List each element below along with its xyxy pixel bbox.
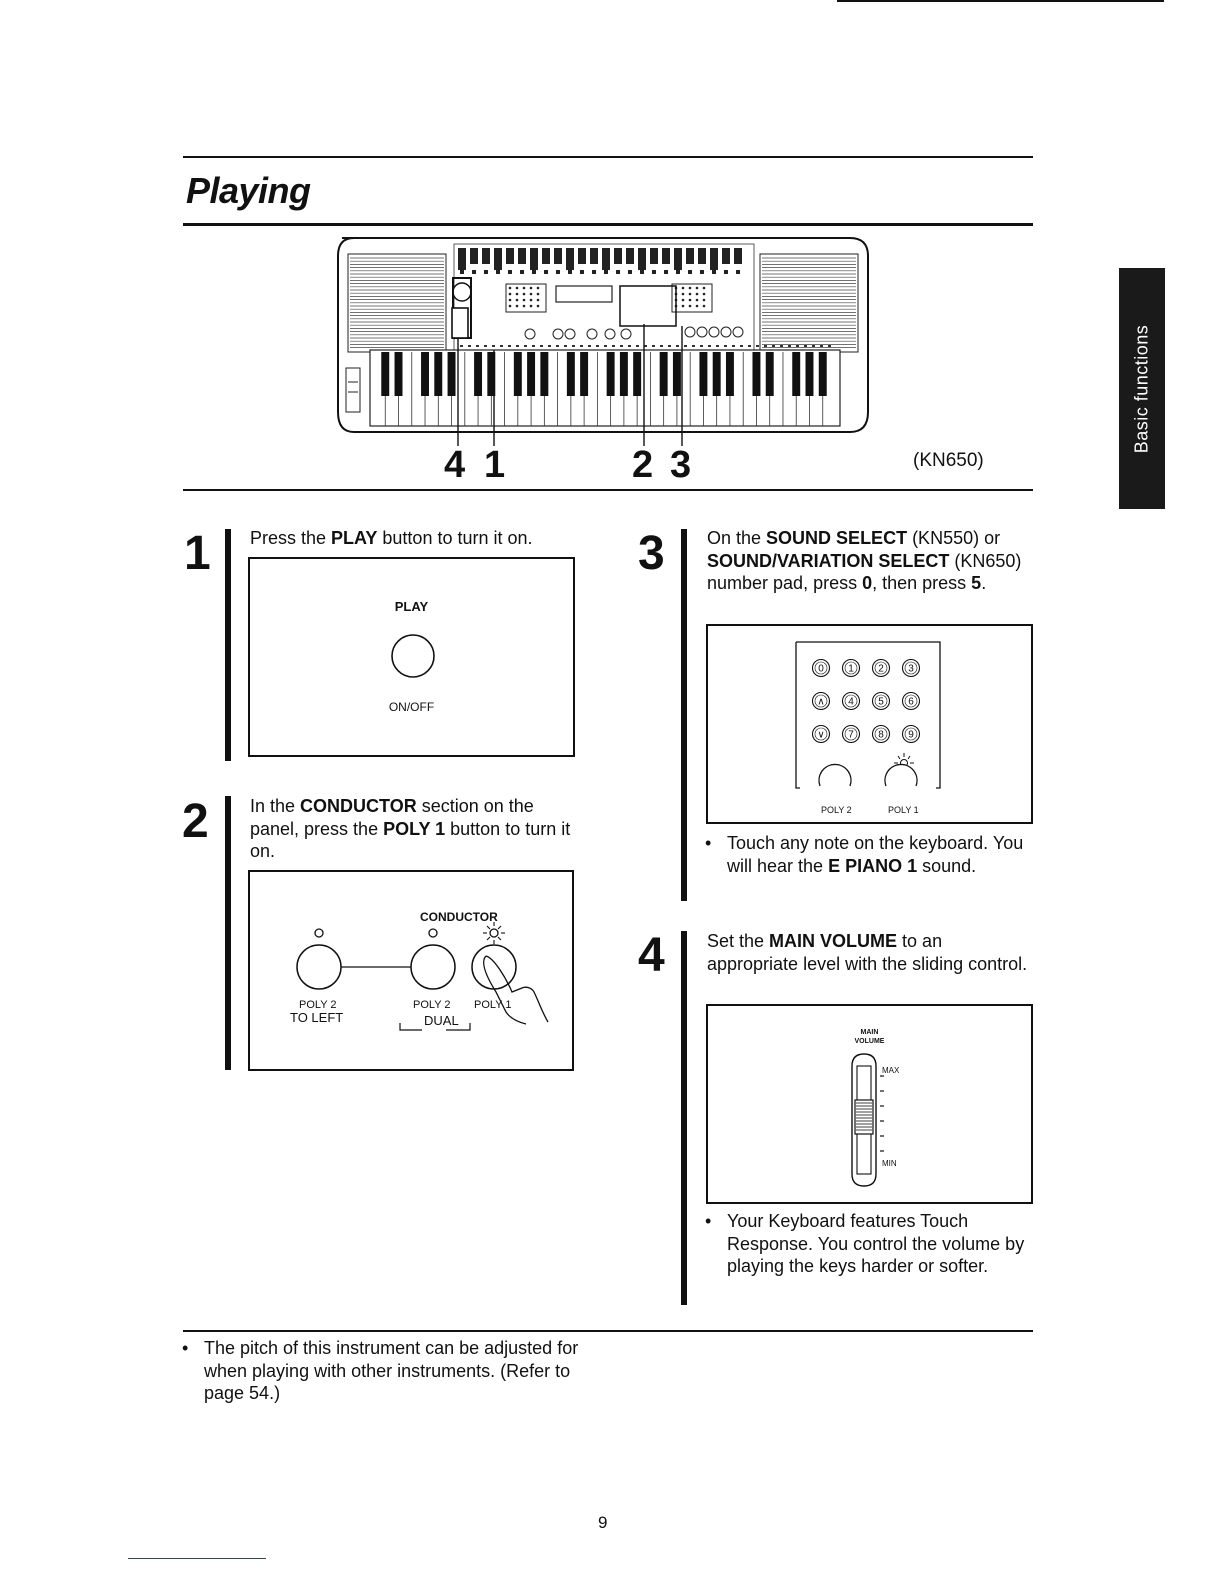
step-4-text: Set the MAIN VOLUME to an appropriate le… <box>707 931 1028 974</box>
control-panel <box>451 243 831 351</box>
pad-key-label: 9 <box>908 730 914 741</box>
step-3-number: 3 <box>638 527 665 580</box>
keyboard-illustration <box>337 237 869 446</box>
step-4-note: Your Keyboard features Touch Response. Y… <box>705 1210 1047 1278</box>
pad-key-label: 8 <box>878 730 884 741</box>
poly1-button <box>884 763 918 787</box>
page-number: 9 <box>598 1513 608 1532</box>
step-3-note: Touch any note on the keyboard. You will… <box>705 832 1047 877</box>
pad-key-label: ∧ <box>817 697 824 708</box>
callout-leaders <box>457 324 683 446</box>
pad-key-label: 1 <box>848 664 854 675</box>
poly2-label-dual: POLY 2 <box>413 999 451 1011</box>
main-volume-label-top: MAIN <box>860 1029 879 1036</box>
section-tab-label: Basic functions <box>1131 324 1152 453</box>
conductor-figure: CONDUCTOR POLY 2 TO LEFT POLY 2 POLY 1 D… <box>248 870 574 1071</box>
poly2-left-indicator <box>314 928 324 938</box>
onoff-label: ON/OFF <box>388 700 435 714</box>
min-label: MIN <box>882 1159 897 1168</box>
number-pad-figure: 0 1 2 3 ∧ 4 5 6 ∨ 7 8 9 POLY 2 POLY 1 <box>706 624 1033 824</box>
step-3-text: On the SOUND SELECT (KN550) or SOUND/VAR… <box>707 528 1022 593</box>
pad-key-label: 7 <box>848 730 854 741</box>
poly1-indicator-lit <box>489 928 499 938</box>
illustration-bottom-rule <box>183 489 1033 491</box>
step-3-bar <box>681 529 687 901</box>
step-2-number: 2 <box>182 795 209 848</box>
poly1-label: POLY 1 <box>474 999 512 1011</box>
pad-key-label: 6 <box>908 697 914 708</box>
dual-label: DUAL <box>424 1013 459 1028</box>
callout-2: 2 <box>632 444 654 486</box>
poly1-button <box>471 944 517 990</box>
poly1-label: POLY 1 <box>888 805 919 815</box>
poly2-dual-indicator <box>428 928 438 938</box>
step-4-bar <box>681 931 687 1305</box>
right-speaker-grille <box>759 253 859 353</box>
step-2-text: In the CONDUCTOR section on the panel, p… <box>250 796 571 861</box>
finger-press-icon <box>482 955 549 1025</box>
poly2-to-left-button <box>296 944 342 990</box>
callout-3: 3 <box>670 444 692 486</box>
page-title: Playing <box>186 170 311 211</box>
step-1-bar <box>225 529 231 761</box>
pad-key-label: ∨ <box>817 730 824 741</box>
pad-key-label: 0 <box>818 664 824 675</box>
section-tab: Basic functions <box>1119 268 1165 509</box>
step-1-text: Press the PLAY button to turn it on. <box>250 528 533 548</box>
footnote-top-rule <box>183 1330 1033 1332</box>
pad-key-label: 4 <box>848 697 854 708</box>
conductor-label: CONDUCTOR <box>420 910 498 924</box>
play-label: PLAY <box>394 599 429 614</box>
play-button <box>391 634 435 678</box>
main-volume-figure: MAIN VOLUME MAX MIN <box>706 1004 1033 1204</box>
poly2-dual-button <box>410 944 456 990</box>
keyboard-keys <box>345 349 841 427</box>
callout-1: 1 <box>484 444 506 486</box>
step-1-number: 1 <box>184 527 211 580</box>
model-label: (KN650) <box>913 450 984 471</box>
left-speaker-grille <box>347 253 447 353</box>
title-bottom-rule <box>183 223 1033 226</box>
callout-4: 4 <box>444 444 466 486</box>
pitch-footnote: The pitch of this instrument can be adju… <box>182 1337 604 1405</box>
max-label: MAX <box>882 1066 900 1075</box>
pad-key-label: 3 <box>908 664 914 675</box>
pad-key-label: 5 <box>878 697 884 708</box>
step-4-number: 4 <box>638 929 665 982</box>
pad-key-label: 2 <box>878 664 884 675</box>
play-button-figure: PLAY ON/OFF <box>248 557 575 757</box>
to-left-label: TO LEFT <box>290 1010 344 1025</box>
bottom-thin-rule <box>128 1558 266 1559</box>
step-2-bar <box>225 796 231 1070</box>
poly2-label: POLY 2 <box>821 805 852 815</box>
top-rule <box>837 0 1164 2</box>
poly2-button <box>818 763 852 787</box>
main-volume-label-bottom: VOLUME <box>854 1038 885 1045</box>
poly2-label-left: POLY 2 <box>299 999 337 1011</box>
title-top-rule <box>183 156 1033 158</box>
